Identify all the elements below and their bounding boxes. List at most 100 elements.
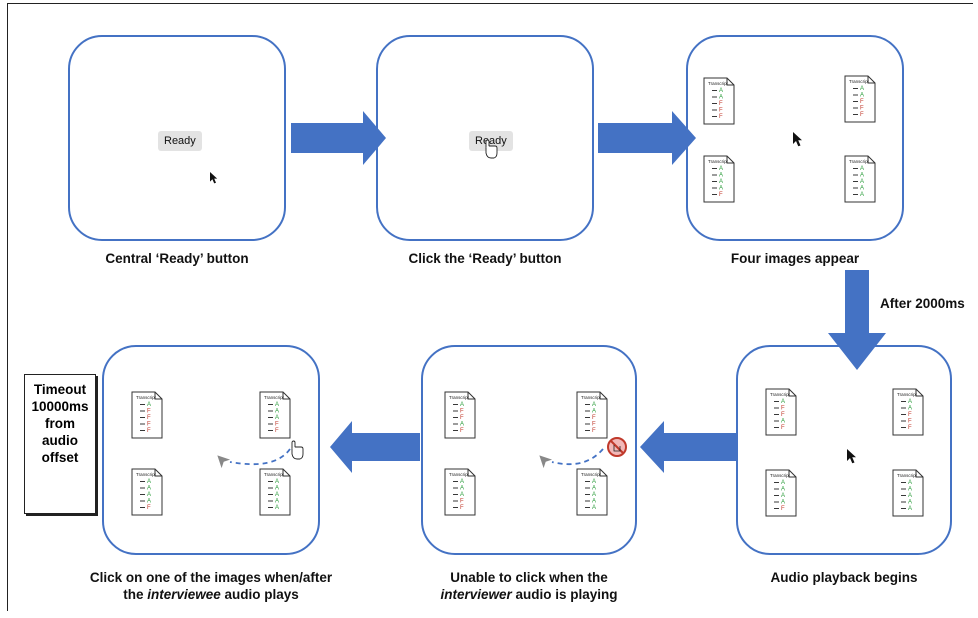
- svg-text:A: A: [781, 493, 785, 499]
- svg-text:F: F: [781, 425, 785, 431]
- ready-button-clicked[interactable]: Ready: [469, 131, 513, 151]
- caption-step2: Click the ‘Ready’ button: [408, 251, 562, 266]
- svg-text:A: A: [781, 399, 785, 405]
- hand-pointer-icon: [291, 440, 304, 460]
- flow-arrow-left-1: [640, 421, 736, 473]
- svg-text:A: A: [860, 166, 864, 172]
- doc-title: Transcript: [708, 159, 729, 164]
- svg-text:A: A: [908, 406, 912, 412]
- timeout-line: 10000ms: [31, 399, 89, 414]
- svg-text:F: F: [147, 428, 151, 434]
- svg-text:F: F: [719, 114, 723, 120]
- caption-step1: Central ‘Ready’ button: [105, 251, 249, 266]
- svg-text:A: A: [908, 480, 912, 486]
- hand-pointer-icon: [485, 139, 498, 159]
- doc-title: Transcript: [849, 159, 870, 164]
- caption-step5: Unable to click when the interviewer aud…: [421, 569, 637, 603]
- svg-text:A: A: [275, 499, 279, 505]
- svg-text:F: F: [147, 422, 151, 428]
- svg-text:A: A: [275, 402, 279, 408]
- timeout-line: offset: [41, 450, 79, 465]
- doc-title: Transcript: [136, 472, 157, 477]
- svg-text:A: A: [592, 499, 596, 505]
- svg-text:A: A: [860, 93, 864, 99]
- svg-text:A: A: [592, 486, 596, 492]
- svg-text:F: F: [719, 101, 723, 107]
- svg-text:A: A: [460, 486, 464, 492]
- svg-text:F: F: [719, 192, 723, 198]
- caption-step5-rest: audio is playing: [511, 587, 618, 602]
- doc-title: Transcript: [449, 472, 470, 477]
- svg-text:F: F: [460, 505, 464, 511]
- caption-step3: Four images appear: [730, 251, 860, 266]
- ready-button[interactable]: Ready: [158, 131, 202, 151]
- caption-step6-emphasis: interviewee: [147, 587, 221, 602]
- svg-text:A: A: [719, 186, 723, 192]
- svg-text:F: F: [781, 412, 785, 418]
- svg-text:A: A: [908, 493, 912, 499]
- flow-arrow-left-2: [330, 421, 420, 473]
- doc-title: Transcript: [897, 392, 918, 397]
- svg-text:F: F: [460, 428, 464, 434]
- doc-title: Transcript: [770, 473, 791, 478]
- svg-text:F: F: [860, 112, 864, 118]
- svg-text:A: A: [147, 486, 151, 492]
- svg-text:A: A: [275, 415, 279, 421]
- svg-text:A: A: [908, 500, 912, 506]
- svg-text:A: A: [908, 399, 912, 405]
- svg-text:F: F: [460, 499, 464, 505]
- svg-text:F: F: [147, 505, 151, 511]
- svg-text:A: A: [147, 402, 151, 408]
- arrow-cursor-icon: [210, 172, 218, 184]
- svg-text:F: F: [781, 406, 785, 412]
- doc-title: Transcript: [581, 395, 602, 400]
- svg-text:F: F: [592, 422, 596, 428]
- flow-arrow-right-2: [598, 111, 696, 165]
- panel-ready: Ready: [68, 35, 286, 241]
- svg-text:F: F: [147, 409, 151, 415]
- svg-text:F: F: [592, 428, 596, 434]
- delay-label: After 2000ms: [880, 296, 965, 311]
- svg-text:A: A: [860, 192, 864, 198]
- doc-title: Transcript: [770, 392, 791, 397]
- svg-text:A: A: [275, 492, 279, 498]
- svg-text:A: A: [460, 492, 464, 498]
- svg-text:A: A: [781, 419, 785, 425]
- grey-arrow-cursor-icon: [539, 455, 553, 469]
- svg-text:F: F: [275, 422, 279, 428]
- svg-text:A: A: [719, 88, 723, 94]
- svg-text:A: A: [781, 500, 785, 506]
- svg-text:F: F: [908, 425, 912, 431]
- svg-text:A: A: [719, 179, 723, 185]
- arrow-cursor-icon: [847, 449, 856, 464]
- svg-text:A: A: [860, 173, 864, 179]
- svg-text:A: A: [781, 480, 785, 486]
- panel-audio-playback: [736, 345, 952, 555]
- timeout-line: from: [45, 416, 75, 431]
- svg-text:A: A: [275, 479, 279, 485]
- grey-arrow-cursor-icon: [217, 455, 231, 469]
- svg-text:A: A: [719, 173, 723, 179]
- svg-text:A: A: [592, 479, 596, 485]
- svg-text:F: F: [275, 428, 279, 434]
- no-click-icon: [607, 437, 627, 457]
- svg-text:F: F: [592, 415, 596, 421]
- svg-text:A: A: [460, 402, 464, 408]
- svg-text:A: A: [592, 492, 596, 498]
